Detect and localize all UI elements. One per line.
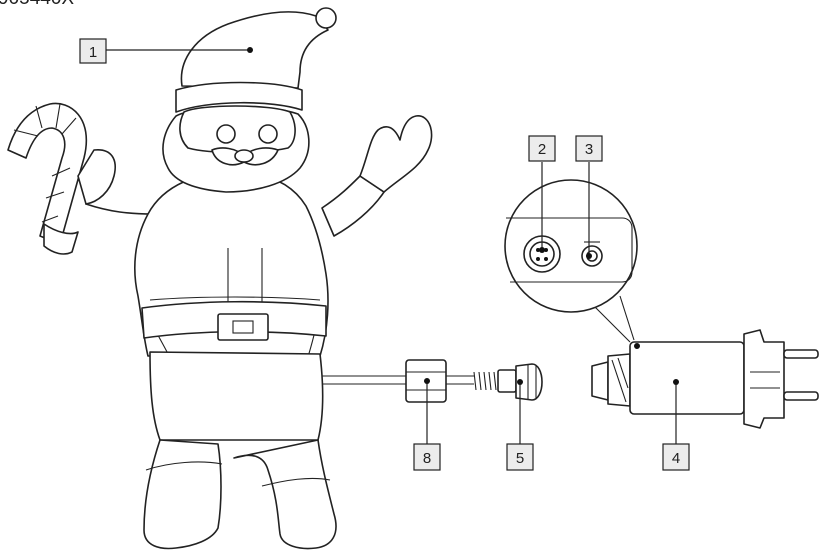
santa-figure [7,7,433,550]
callout-4: 4 [662,443,690,471]
callout-8-label: 8 [423,450,431,467]
right-boot-illustration [233,439,337,550]
hat-brim-illustration [175,81,303,113]
left-eye-illustration [216,124,236,144]
callout-4-label: 4 [672,450,680,467]
product-code: 905440X [0,0,74,9]
callout-5: 5 [506,443,534,471]
callout-1: 1 [79,38,107,64]
callout-5-label: 5 [516,450,524,467]
coat-bottom-illustration [149,351,324,441]
candy-cane-illustration [7,102,88,255]
left-boot-illustration [143,439,222,550]
callout-3: 3 [575,135,603,162]
callout-2: 2 [528,135,556,162]
connector-5-illustration [473,363,543,401]
leader-lines [106,47,679,444]
right-eye-illustration [258,124,278,144]
hat-illustration [180,11,329,89]
inset-circle [504,179,638,313]
callout-1-label: 1 [89,44,97,61]
face-illustration [179,105,296,154]
left-mitten-illustration [77,149,116,205]
power-adapter-illustration [591,329,819,429]
callout-3-label: 3 [585,141,593,158]
callout-8: 8 [413,443,441,471]
nose-illustration [234,149,254,163]
cable-assembly [322,359,543,403]
right-mitten-illustration [359,115,433,193]
callout-2-label: 2 [538,141,546,158]
hat-pompom-illustration [315,7,337,29]
belt-buckle-illustration [217,313,269,341]
socket-illustration [523,235,561,273]
zoom-inset [504,179,638,343]
